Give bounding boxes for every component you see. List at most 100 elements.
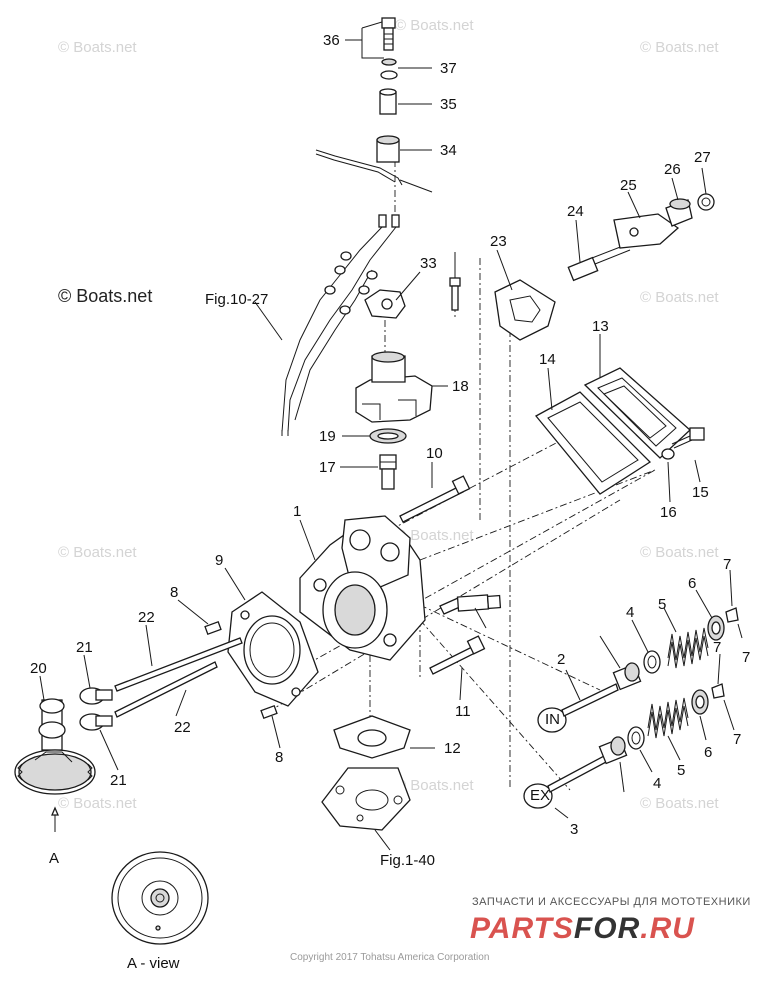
thermostat-17 xyxy=(379,454,397,490)
part-label-25: 25 xyxy=(620,177,637,194)
part-label-6a: 6 xyxy=(688,575,696,592)
gasket-23 xyxy=(494,279,556,341)
washer-16 xyxy=(661,448,675,460)
dowel-8b xyxy=(260,705,278,719)
stud-10 xyxy=(399,475,471,523)
stem-seal-36 xyxy=(612,662,642,691)
part-label-28: 33 xyxy=(420,255,437,272)
part-label-18: 18 xyxy=(452,378,469,395)
ref-fig-1-40: Fig.1-40 xyxy=(380,852,435,869)
part-label-4b: 4 xyxy=(653,775,661,792)
link-rod-34 xyxy=(315,149,403,186)
part-label-26: 26 xyxy=(664,161,681,178)
cover-plate-25 xyxy=(613,213,680,249)
part-labels: 36 37 35 34 33 18 19 17 10 23 24 25 26 2… xyxy=(30,32,750,838)
part-label-5b: 5 xyxy=(677,762,685,779)
spark-plug-35 xyxy=(439,594,502,615)
part-label-4a: 4 xyxy=(626,604,634,621)
bolt-31 xyxy=(381,17,396,51)
gasket-14 xyxy=(534,391,652,495)
watermark: © Boats.net xyxy=(58,39,137,56)
part-label-21a: 21 xyxy=(76,639,93,656)
part-label-10: 10 xyxy=(426,445,443,462)
brand-part-1: PARTS xyxy=(470,912,574,945)
stem-seal-37 xyxy=(598,736,628,765)
part-label-7c: 7 xyxy=(713,639,721,656)
part-label-17: 17 xyxy=(319,459,336,476)
camshaft-20 xyxy=(14,698,96,795)
part-label-7b: 7 xyxy=(742,649,750,666)
footer: Copyright 2017 Tohatsu America Corporati… xyxy=(290,896,751,963)
reference-labels: Fig.10-27 Fig.1-40 A A - view xyxy=(49,291,435,972)
manifold-12 xyxy=(333,715,411,759)
housing-18 xyxy=(355,351,433,423)
bolt-15 xyxy=(671,427,705,449)
part-label-32: 37 xyxy=(440,60,457,77)
spring-5a xyxy=(667,627,709,669)
gasket-19 xyxy=(369,428,407,444)
watermark-layer: © Boats.net © Boats.net © Boats.net © Bo… xyxy=(58,17,719,812)
brand-logo: PARTSFOR.RU xyxy=(470,912,695,945)
watermark: © Boats.net xyxy=(395,17,474,34)
part-label-11: 11 xyxy=(455,703,471,720)
watermark: © Boats.net xyxy=(640,544,719,561)
stud-24 xyxy=(567,243,631,282)
part-label-22b: 22 xyxy=(174,719,191,736)
part-label-6b: 6 xyxy=(704,744,712,761)
spring-5b xyxy=(647,697,689,739)
part-label-21b: 21 xyxy=(110,772,127,789)
part-label-14: 14 xyxy=(539,351,556,368)
part-label-15: 15 xyxy=(692,484,709,501)
part-label-1: 1 xyxy=(293,503,301,520)
push-rod-22a xyxy=(114,637,243,692)
gasket-fig-1-40 xyxy=(321,767,411,831)
copyright-text: Copyright 2017 Tohatsu America Corporati… xyxy=(290,952,489,963)
view-marker-a: A xyxy=(49,850,59,867)
a-view xyxy=(111,851,209,945)
part-label-29: 34 xyxy=(440,142,457,159)
watermark: © Boats.net xyxy=(395,777,474,794)
part-label-23: 23 xyxy=(490,233,507,250)
cotter-7b xyxy=(711,683,725,699)
leader-lines xyxy=(39,21,743,851)
brand-part-2: FOR xyxy=(574,912,640,945)
dowel-8a xyxy=(204,621,222,635)
part-label-27: 27 xyxy=(694,149,711,166)
watermark-dark: © Boats.net xyxy=(58,286,152,306)
part-label-2: 2 xyxy=(557,651,565,668)
seat-4b xyxy=(627,726,645,750)
valve-3-exhaust: EX xyxy=(523,755,607,809)
watermark: © Boats.net xyxy=(58,795,137,812)
valve-mark-in: IN xyxy=(545,711,560,728)
part-label-9: 9 xyxy=(215,552,223,569)
watermark: © Boats.net xyxy=(640,795,719,812)
bracket-29 xyxy=(376,135,400,163)
tappet-21a xyxy=(79,687,113,705)
view-caption: A - view xyxy=(127,955,180,972)
brand-tagline: ЗАПЧАСТИ И АКСЕССУАРЫ ДЛЯ МОТОТЕХНИКИ xyxy=(472,896,751,908)
part-label-16: 16 xyxy=(660,504,677,521)
cable-harness xyxy=(281,214,400,436)
part-label-7a: 7 xyxy=(723,556,731,573)
part-label-13: 13 xyxy=(592,318,609,335)
part-label-30: 35 xyxy=(440,96,457,113)
collar-30 xyxy=(379,88,397,115)
bolt-33 xyxy=(449,277,461,311)
watermark: © Boats.net xyxy=(640,39,719,56)
part-label-31: 36 xyxy=(323,32,340,49)
watermark: © Boats.net xyxy=(395,527,474,544)
part-label-24: 24 xyxy=(567,203,584,220)
tappet-21b xyxy=(79,713,113,731)
retainer-6a xyxy=(707,615,725,641)
part-label-20: 20 xyxy=(30,660,47,677)
part-label-8a: 8 xyxy=(170,584,178,601)
ref-fig-10-27: Fig.10-27 xyxy=(205,291,268,308)
part-label-19: 19 xyxy=(319,428,336,445)
valve-2-intake: IN xyxy=(537,683,619,733)
part-label-22a: 22 xyxy=(138,609,155,626)
head-gasket-9 xyxy=(227,591,319,707)
bolt-11 xyxy=(429,635,486,675)
seat-4a xyxy=(643,650,661,674)
